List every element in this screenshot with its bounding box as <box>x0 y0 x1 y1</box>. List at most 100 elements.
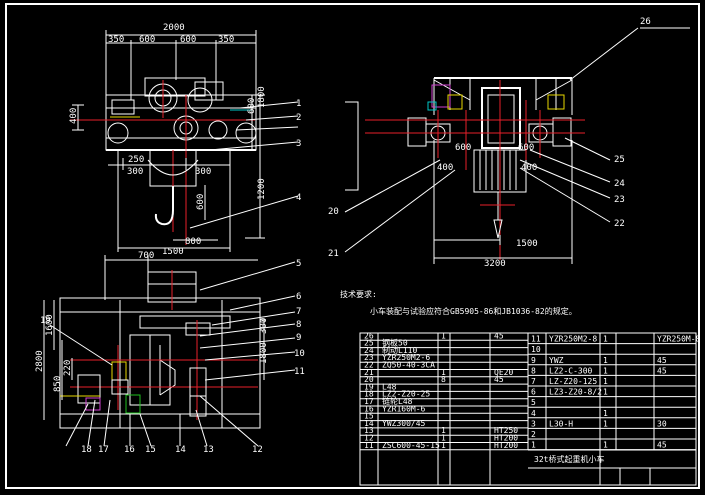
dim-width-2000: 2000 <box>163 23 185 33</box>
bom-right-qty: 1 <box>603 441 608 450</box>
dim-350-right: 350 <box>218 35 234 45</box>
balloon-24: 24 <box>614 179 625 189</box>
bom-left-name: 链轮L48 <box>382 396 413 406</box>
bom-right-no: 5 <box>531 398 536 407</box>
bom-left-name: ZQ50-40-3CA <box>382 361 435 370</box>
bom-right-no: 7 <box>531 377 536 386</box>
balloon-13: 13 <box>203 445 214 455</box>
bom-left-no: 22 <box>364 361 374 370</box>
balloon-3: 3 <box>296 139 301 149</box>
bom-left-note: HT250 <box>494 426 518 435</box>
bom-right-note: YZR250M-8 <box>657 335 701 344</box>
bom-right-qty: 1 <box>603 366 608 375</box>
dim-350-left: 350 <box>108 35 124 45</box>
bom-left-note: 45 <box>494 331 504 340</box>
bom-right-name: YZR250M2-8 <box>549 335 597 344</box>
side-dim-600-left: 600 <box>455 143 471 153</box>
balloon-12: 12 <box>252 445 263 455</box>
title-block-name: 32t桥式起重机小车 <box>534 454 604 464</box>
bom-left-qty: 1 <box>441 434 446 443</box>
bom-left-qty: 1 <box>441 331 446 340</box>
bom-right-no: 1 <box>531 441 536 450</box>
bom-left-no: 13 <box>364 426 374 435</box>
bom-right-note: 30 <box>657 419 667 428</box>
bom-right-qty: 1 <box>603 356 608 365</box>
dim-400-vertical: 400 <box>69 108 79 124</box>
bom-left-no: 12 <box>364 434 374 443</box>
bom-right-qty: 1 <box>603 377 608 386</box>
bom-left-no: 23 <box>364 353 374 362</box>
balloon-21: 21 <box>328 249 339 259</box>
bom-left-no: 18 <box>364 390 374 399</box>
bom-right-note: 45 <box>657 441 667 450</box>
balloon-25: 25 <box>614 155 625 165</box>
side-dim-1500: 1500 <box>516 239 538 249</box>
balloon-1: 1 <box>296 99 301 109</box>
bom-left-no: 16 <box>364 404 374 413</box>
bom-right-no: 6 <box>531 388 536 397</box>
bom-right-qty: 1 <box>603 409 608 418</box>
plan-dim-2800: 2800 <box>35 350 45 372</box>
balloon-9: 9 <box>296 333 301 343</box>
drawing-frame <box>5 3 700 489</box>
balloon-14: 14 <box>175 445 186 455</box>
balloon-6: 6 <box>296 292 301 302</box>
dim-1500-front: 1500 <box>162 247 184 257</box>
bom-left-note: HT200 <box>494 434 518 443</box>
balloon-26: 26 <box>640 17 651 27</box>
bom-left-no: 14 <box>364 419 374 428</box>
bom-left-name: LZ2-Z20-25 <box>382 390 430 399</box>
bom-right-qty: 1 <box>603 335 608 344</box>
bom-left-no: 24 <box>364 346 374 355</box>
bom-right-qty: 1 <box>603 419 608 428</box>
bom-left-note: QE20 <box>494 368 513 377</box>
plan-dim-850: 850 <box>53 376 63 392</box>
bom-right-no: 8 <box>531 366 536 375</box>
bom-left-name: YZR160M-6 <box>382 404 426 413</box>
bom-right-no: 4 <box>531 409 536 418</box>
balloon-22: 22 <box>614 219 625 229</box>
balloon-8: 8 <box>296 320 301 330</box>
dim-600-left: 600 <box>139 35 155 45</box>
bom-left-qty: 1 <box>441 441 446 450</box>
bom-right-no: 9 <box>531 356 536 365</box>
bom-left-no: 17 <box>364 397 374 406</box>
tech-requirements-text: 小车装配与试验应符合GB5905-86和JB1036-82的规定。 <box>370 306 577 316</box>
dim-1800-vertical: 1800 <box>257 86 267 108</box>
bom-left-no: 20 <box>364 375 374 384</box>
balloon-18: 18 <box>81 445 92 455</box>
bom-right-no: 11 <box>531 335 541 344</box>
bom-right-note: 45 <box>657 366 667 375</box>
bom-left-no: 21 <box>364 368 374 377</box>
bom-left-note: HT200 <box>494 441 518 450</box>
bom-right-name: LZ-Z20-125 <box>549 377 597 386</box>
dim-300-left: 300 <box>127 167 143 177</box>
tech-requirements-title: 技术要求: <box>340 289 377 299</box>
balloon-4: 4 <box>296 193 301 203</box>
dim-600-right: 600 <box>180 35 196 45</box>
front-view <box>70 30 299 252</box>
balloon-10: 10 <box>294 349 305 359</box>
side-dim-400-right: 400 <box>521 163 537 173</box>
side-dim-400-left: 400 <box>437 163 453 173</box>
bom-left-name: 钢板50 <box>382 338 408 348</box>
bom-right-name: LZ2-C-300 <box>549 366 593 375</box>
plan-dim-700: 700 <box>138 251 154 261</box>
balloon-20: 20 <box>328 207 339 217</box>
plan-dim-220: 220 <box>63 360 73 376</box>
dim-600-vertical: 600 <box>247 98 257 114</box>
bom-right-name: L30-H <box>549 419 573 428</box>
bom-left-note: 45 <box>494 375 504 384</box>
bom-right-no: 3 <box>531 419 536 428</box>
balloon-2: 2 <box>296 113 301 123</box>
balloon-7: 7 <box>296 307 301 317</box>
dim-1200-vertical: 1200 <box>257 178 267 200</box>
bom-left-name: YZR250M2-6 <box>382 353 430 362</box>
plan-dim-1600: 1600 <box>45 314 55 336</box>
balloon-11: 11 <box>294 367 305 377</box>
bom-left-no: 25 <box>364 339 374 348</box>
plan-view <box>43 255 296 447</box>
side-dim-3200: 3200 <box>484 259 506 269</box>
bom-left-no: 11 <box>364 441 374 450</box>
